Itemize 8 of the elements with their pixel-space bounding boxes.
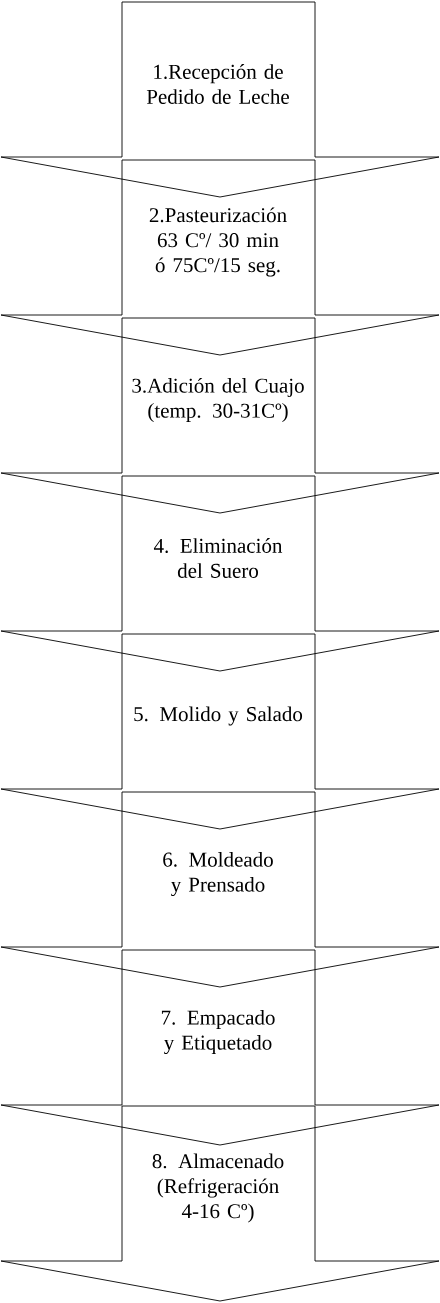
down-arrow-box: 6. Moldeado y Prensado xyxy=(0,791,440,988)
down-arrow-box: 4. Eliminación del Suero xyxy=(0,475,440,672)
down-arrow-box: 3.Adición del Cuajo (temp. 30-31Cº) xyxy=(0,317,440,514)
down-arrow-box: 1.Recepción de Pedido de Leche xyxy=(0,1,440,198)
down-arrow-box: 2.Pasteurización 63 Cº/ 30 min ó 75Cº/15 seg. xyxy=(0,159,440,356)
down-arrow-box: 5. Molido y Salado xyxy=(0,633,440,830)
down-arrow-box: 7. Empacado y Etiquetado xyxy=(0,949,440,1146)
down-arrow-box: 8. Almacenado (Refrigeración 4-16 Cº) xyxy=(0,1105,440,1302)
